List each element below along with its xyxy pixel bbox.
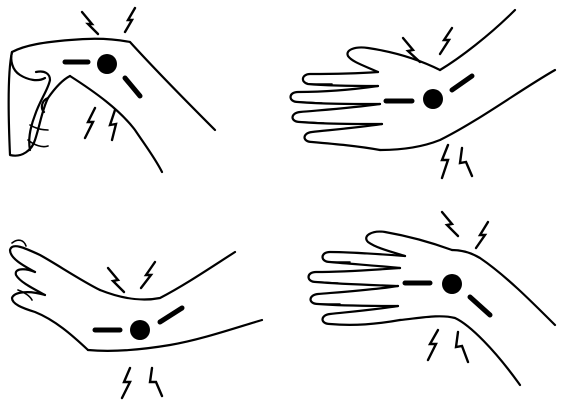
pain-bolt-icon: [456, 332, 468, 362]
pain-bolt-icon: [125, 8, 135, 32]
panel-wrist-flexed: [9, 8, 215, 172]
thumb-outline: [12, 292, 88, 350]
pain-bar-right: [470, 297, 490, 315]
pain-bolt-icon: [428, 330, 438, 360]
pain-bolt-icon: [122, 368, 130, 398]
forearm-upper-outline: [100, 252, 235, 300]
finger-ring: [293, 104, 383, 124]
pain-bar-right: [160, 308, 182, 322]
finger-ring: [311, 286, 399, 306]
pain-point: [97, 54, 117, 74]
finger-middle: [309, 268, 401, 286]
finger-little: [323, 306, 401, 325]
pain-point: [130, 320, 150, 340]
fingers-outline: [11, 52, 45, 80]
thumb-outline: [366, 232, 452, 256]
forearm-upper-outline: [440, 10, 515, 70]
pain-bolt-icon: [110, 110, 116, 140]
panel-wrist-extended: [10, 240, 262, 398]
pain-bolt-icon: [108, 268, 124, 292]
pain-bolt-icon: [82, 12, 98, 34]
finger-little: [305, 124, 383, 150]
pain-point: [442, 274, 462, 294]
pain-bolt-icon: [141, 262, 155, 288]
forearm-lower-outline: [400, 316, 520, 385]
pain-bar-right: [452, 76, 472, 90]
forearm-upper-outline: [452, 250, 555, 325]
thumb-outline: [347, 47, 440, 72]
thumb-outline: [29, 71, 50, 150]
pain-bar-right: [125, 78, 140, 96]
pain-bolt-icon: [460, 148, 472, 176]
forearm-lower-outline: [88, 320, 262, 351]
panel-hand-palm-up-bent: [309, 212, 556, 385]
pain-point: [423, 89, 443, 109]
pain-bolt-icon: [85, 108, 95, 138]
pain-bolt-icon: [150, 368, 162, 396]
pain-bolt-icon: [442, 212, 458, 236]
panel-hand-palm-up: [291, 10, 556, 178]
pain-bolt-icon: [442, 145, 448, 178]
finger-index: [323, 252, 406, 268]
pain-bolt-icon: [440, 28, 452, 54]
pain-bolt-icon: [476, 222, 488, 248]
